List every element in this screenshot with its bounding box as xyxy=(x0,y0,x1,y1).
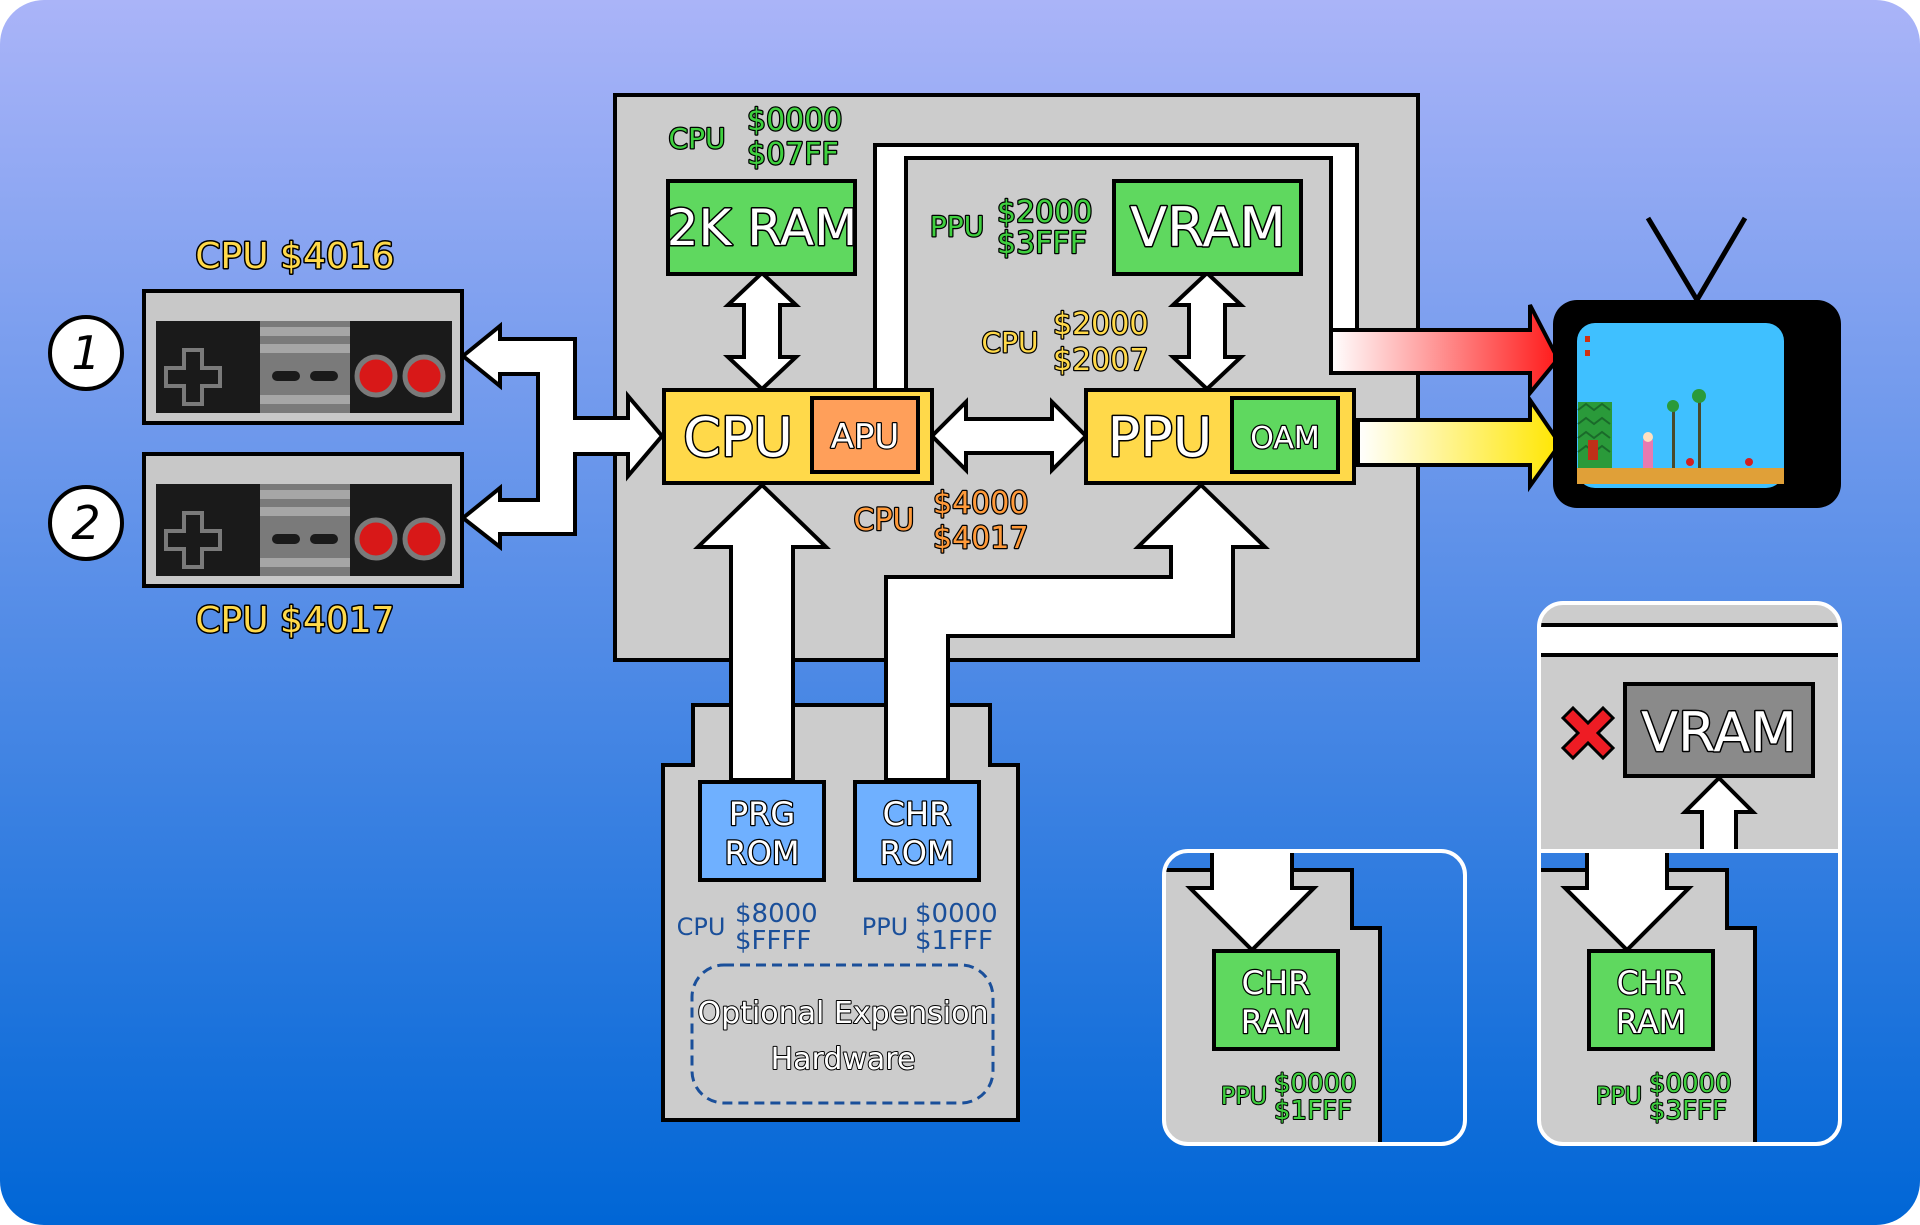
ram-addr-end: $07FF xyxy=(747,137,839,172)
player2-badge xyxy=(48,485,124,561)
apu-reg-start: $4000 xyxy=(933,486,1028,521)
vram-chip xyxy=(1112,179,1303,276)
vram-addr-end: $3FFF xyxy=(997,226,1087,261)
audio-out-arrow xyxy=(1356,393,1563,493)
disabled-x-icon xyxy=(1560,705,1616,761)
apu-reg-cpu-tag: CPU xyxy=(854,503,915,538)
chr-ram2-line1: CHR xyxy=(1617,964,1686,1002)
ppu-reg-end: $2007 xyxy=(1053,343,1148,378)
player1-number: 1 xyxy=(71,326,100,380)
ppu-label: PPU xyxy=(1108,406,1213,469)
chr-ram-start: $0000 xyxy=(1274,1069,1357,1099)
disabled-vram-label: VRAM xyxy=(1641,701,1797,764)
apu-label: APU xyxy=(831,417,900,457)
video-out-arrow xyxy=(1329,304,1561,399)
optional-hardware-box xyxy=(690,963,995,1105)
oam-block xyxy=(1230,396,1340,474)
vram-addr-start: $2000 xyxy=(997,195,1092,230)
ram-chip xyxy=(666,179,857,276)
chr-ram-inset xyxy=(1164,851,1382,1144)
chr-rom-line1: CHR xyxy=(883,795,952,833)
controller1-address: CPU $4016 xyxy=(195,236,394,277)
ram-label: 2K RAM xyxy=(667,199,858,257)
chr-ram-chip-2 xyxy=(1587,949,1715,1051)
controller-icon xyxy=(144,291,462,423)
chr-ram2-start: $0000 xyxy=(1649,1069,1732,1099)
chr-ram2-line2: RAM xyxy=(1616,1003,1686,1041)
chr-ram-tag: PPU xyxy=(1221,1082,1268,1110)
prg-rom-cpu-tag: CPU xyxy=(677,913,726,941)
ppu-reg-start: $2000 xyxy=(1053,307,1148,342)
optional-hardware-line2: Hardware xyxy=(771,1042,916,1077)
ppu-reg-cpu-tag: CPU xyxy=(982,326,1039,359)
player2-number: 2 xyxy=(71,496,100,550)
chr-rom-ppu-tag: PPU xyxy=(862,913,909,941)
prg-rom-line1: PRG xyxy=(729,795,795,833)
apu-block xyxy=(810,396,920,474)
chr-ram2-end: $3FFF xyxy=(1649,1096,1727,1126)
prg-rom-line2: ROM xyxy=(724,834,799,872)
chr-rom-end: $1FFF xyxy=(915,926,993,956)
chr-rom-start: $0000 xyxy=(915,899,998,929)
vram-label: VRAM xyxy=(1130,196,1286,259)
chr-rom-line2: ROM xyxy=(879,834,954,872)
prg-rom-start: $8000 xyxy=(735,899,818,929)
optional-hardware-line1: Optional Expension xyxy=(698,996,989,1031)
chr-ram-line1: CHR xyxy=(1242,964,1311,1002)
prg-rom-end: $FFFF xyxy=(735,926,811,956)
ram-cpu-tag: CPU xyxy=(669,122,726,155)
chr-ram-chip xyxy=(1212,949,1340,1051)
chr-ram2-tag: PPU xyxy=(1596,1082,1643,1110)
chr-ram-vram-inset xyxy=(1539,603,1840,1144)
controller-bus-arrow xyxy=(459,321,665,552)
tv-icon xyxy=(1553,216,1841,508)
player1-badge xyxy=(48,315,124,391)
chr-ram-end: $1FFF xyxy=(1274,1096,1352,1126)
apu-reg-end: $4017 xyxy=(933,521,1028,556)
oam-label: OAM xyxy=(1250,421,1320,456)
chr-ram-line2: RAM xyxy=(1241,1003,1311,1041)
cpu-label: CPU xyxy=(683,406,793,469)
vram-ppu-tag: PPU xyxy=(930,210,984,243)
chr-rom-chip xyxy=(853,780,981,882)
ram-addr-start: $0000 xyxy=(747,103,842,138)
controller2-address: CPU $4017 xyxy=(195,600,394,641)
controller-icon xyxy=(144,454,462,586)
prg-rom-chip xyxy=(698,780,826,882)
